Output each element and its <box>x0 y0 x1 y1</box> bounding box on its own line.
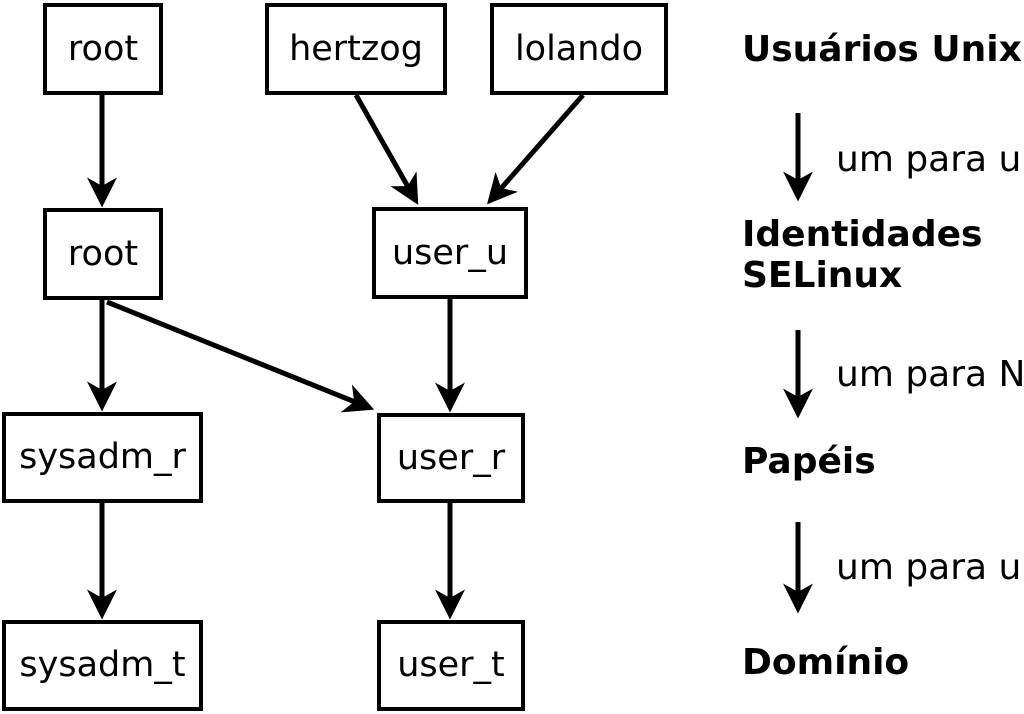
legend-one-to-n-label: um para N <box>836 354 1024 395</box>
node-unix-user-root: root <box>43 3 163 95</box>
legend-roles-label: Papéis <box>742 441 876 482</box>
node-role-sysadm_r: sysadm_r <box>2 412 203 503</box>
node-unix-user-hertzog: hertzog <box>265 3 447 95</box>
legend-unix-users-label: Usuários Unix <box>742 29 1022 70</box>
node-domain-user_t: user_t <box>377 620 525 711</box>
arrow-hertzog-to-user_u <box>353 93 419 205</box>
node-selinux-identity-root: root <box>43 208 163 300</box>
legend-selinux-identities-line2: SELinux <box>742 255 903 296</box>
arrow-root-selinux-to-user_r <box>106 299 375 413</box>
legend-selinux-identities-label: Identidades SELinux <box>742 214 982 296</box>
node-role-user_r: user_r <box>377 413 525 503</box>
node-domain-sysadm_t: sysadm_t <box>2 620 203 711</box>
arrow-lolando-to-user_u <box>487 93 585 205</box>
legend-domain-label: Domínio <box>742 642 910 683</box>
node-unix-user-lolando: lolando <box>490 3 668 95</box>
legend-one-to-one-label-2: um para um <box>836 547 1024 588</box>
node-selinux-identity-user_u: user_u <box>372 207 528 299</box>
legend-selinux-identities-line1: Identidades <box>742 214 983 255</box>
legend-one-to-one-label-1: um para um <box>836 139 1024 180</box>
